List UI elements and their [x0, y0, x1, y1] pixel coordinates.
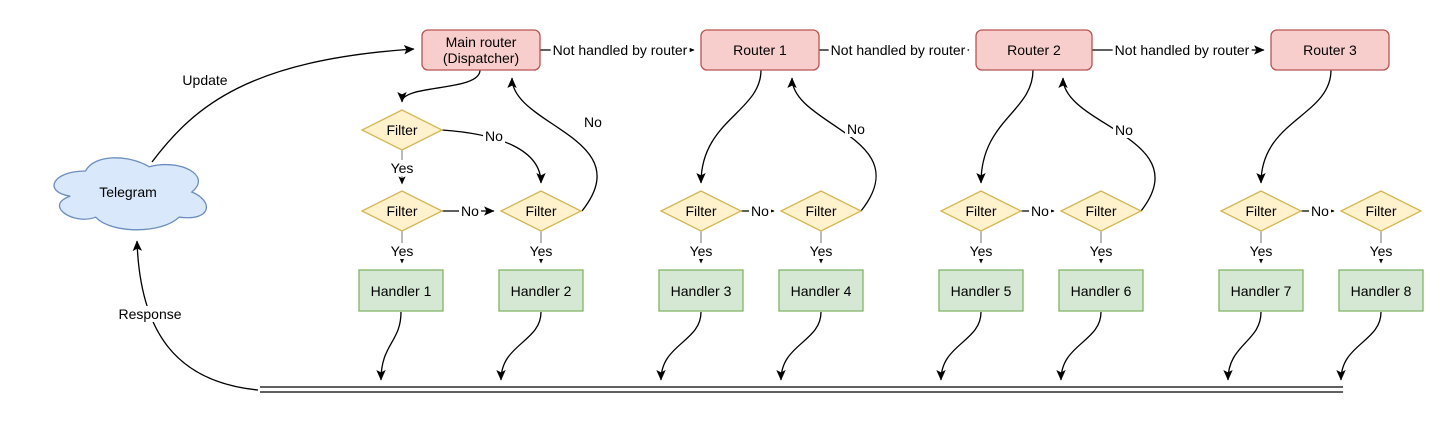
- yes-label-5: Yes: [967, 243, 995, 259]
- edge-label-not-handled-2: Not handled by router: [828, 42, 968, 58]
- edge-handler5-to-bus: [936, 311, 982, 381]
- router-box-1: [700, 29, 820, 71]
- filter-label-0: Filter: [386, 122, 418, 138]
- edge-router2-to-filter5: [976, 69, 1034, 184]
- cloud-label: Telegram: [99, 184, 157, 200]
- yes-label-1: Yes: [388, 243, 416, 259]
- router-label-main-line2: (Dispatcher): [442, 50, 520, 66]
- edge-handler7-to-bus: [1223, 311, 1262, 381]
- edge-router1-to-filter3: [696, 69, 762, 184]
- router-box-3: [1270, 29, 1390, 71]
- yes-label-7: Yes: [1247, 243, 1275, 259]
- edge-filter2-no-to-main: [507, 77, 598, 212]
- no-label-filter1-filter2: No: [459, 203, 481, 219]
- filter-label-6: Filter: [1085, 203, 1117, 219]
- edge-handler1-to-bus: [376, 311, 402, 381]
- handler-box-8: [1338, 269, 1424, 312]
- filter-label-4: Filter: [805, 203, 837, 219]
- handler-box-1: [358, 269, 444, 312]
- edge-main-to-filter0: [397, 69, 481, 103]
- filter-diamond-8: [1339, 190, 1423, 232]
- handler-box-4: [778, 269, 864, 312]
- router-label-3: Router 3: [1303, 42, 1357, 58]
- handler-label-3: Handler 3: [670, 283, 732, 299]
- edge-handler4-to-bus: [776, 311, 822, 381]
- filter-diamond-4: [779, 190, 863, 232]
- edge-handler8-to-bus: [1336, 311, 1382, 381]
- telegram-cloud: [53, 157, 208, 231]
- router-label-main: Main router (Dispatcher): [443, 34, 519, 66]
- edge-filter6-no-to-router2: [1058, 77, 1156, 212]
- handler-box-5: [938, 269, 1024, 312]
- router-box-main: [421, 29, 541, 71]
- filter-label-5: Filter: [965, 203, 997, 219]
- handler-label-5: Handler 5: [950, 283, 1012, 299]
- no-label-filter3-filter4: No: [749, 203, 771, 219]
- filter-label-8: Filter: [1365, 203, 1397, 219]
- handler-label-1: Handler 1: [370, 283, 432, 299]
- filter-label-1: Filter: [386, 203, 418, 219]
- filter-diamond-1: [360, 190, 444, 232]
- no-label-filter5-filter6: No: [1029, 203, 1051, 219]
- filter-diamond-0: [360, 109, 444, 151]
- handler-label-8: Handler 8: [1350, 283, 1412, 299]
- edge-handler2-to-bus: [496, 311, 542, 381]
- handler-label-2: Handler 2: [510, 283, 572, 299]
- no-label-filter2-main: No: [582, 114, 604, 130]
- handler-label-6: Handler 6: [1070, 283, 1132, 299]
- edge-router3-to-filter7: [1256, 69, 1332, 184]
- router-label-main-line1: Main router: [445, 34, 517, 50]
- yes-label-3: Yes: [687, 243, 715, 259]
- response-bus-line: [260, 386, 1343, 393]
- yes-label-4: Yes: [807, 243, 835, 259]
- edge-filter0-no-to-filter2: [441, 129, 546, 184]
- edge-handler3-to-bus: [656, 311, 702, 381]
- filter-diamond-3: [659, 190, 743, 232]
- edge-label-not-handled-3: Not handled by router: [1112, 42, 1252, 58]
- handler-box-2: [498, 269, 584, 312]
- edge-response: [132, 240, 259, 391]
- router-label-1: Router 1: [733, 42, 787, 58]
- edge-label-response: Response: [116, 306, 184, 322]
- no-label-filter4-router1: No: [845, 121, 867, 137]
- edge-filter4-no-to-router1: [787, 77, 877, 212]
- filter-diamond-2: [499, 190, 583, 232]
- edge-label-update: Update: [182, 72, 228, 88]
- filter-diamond-5: [939, 190, 1023, 232]
- yes-label-6: Yes: [1087, 243, 1115, 259]
- no-label-filter7-filter8: No: [1309, 203, 1331, 219]
- handler-box-7: [1218, 269, 1304, 312]
- edge-update: [151, 44, 415, 163]
- handler-box-3: [658, 269, 744, 312]
- handler-label-4: Handler 4: [790, 283, 852, 299]
- filter-diamond-6: [1059, 190, 1143, 232]
- edge-label-not-handled-1: Not handled by router: [550, 42, 690, 58]
- filter-diamond-7: [1219, 190, 1303, 232]
- no-label-filter0-filter2: No: [483, 128, 505, 144]
- filter-label-2: Filter: [525, 203, 557, 219]
- yes-label-8: Yes: [1367, 243, 1395, 259]
- handler-label-7: Handler 7: [1230, 283, 1292, 299]
- filter-label-3: Filter: [685, 203, 717, 219]
- router-box-2: [975, 29, 1093, 71]
- handler-box-6: [1058, 269, 1144, 312]
- yes-label-0: Yes: [388, 160, 416, 176]
- edge-handler6-to-bus: [1056, 311, 1102, 381]
- router-label-2: Router 2: [1007, 42, 1061, 58]
- filter-label-7: Filter: [1245, 203, 1277, 219]
- no-label-filter6-router2: No: [1113, 122, 1135, 138]
- yes-label-2: Yes: [527, 243, 555, 259]
